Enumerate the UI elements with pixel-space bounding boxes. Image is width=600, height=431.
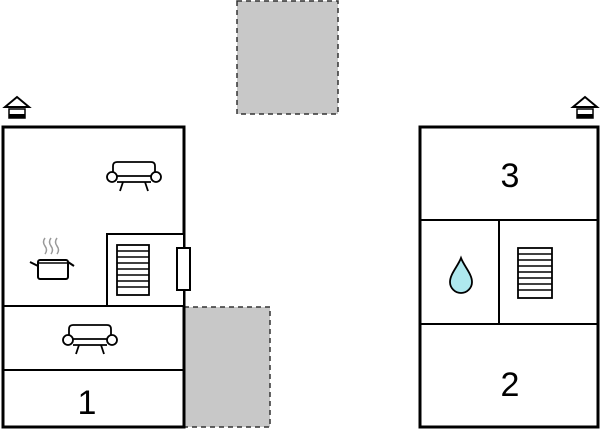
building-right: 3 2 (418, 95, 600, 429)
terrace-area-top (236, 0, 339, 115)
building-right-walls (418, 125, 600, 429)
door (176, 247, 191, 291)
room-label-3: 3 (501, 157, 520, 195)
kitchen-pot-icon (29, 237, 75, 280)
sofa-icon (62, 324, 118, 355)
stairs-icon (116, 244, 150, 296)
house-entrance-icon (2, 95, 32, 119)
sofa-icon (106, 161, 162, 192)
water-drop-icon (449, 255, 473, 294)
room-label-1: 1 (78, 384, 97, 422)
room-label-2: 2 (501, 366, 520, 404)
stairs-icon (517, 247, 553, 299)
terrace-area-bottom (183, 306, 271, 428)
house-entrance-icon (570, 95, 600, 119)
building-left: 1 (1, 95, 191, 429)
